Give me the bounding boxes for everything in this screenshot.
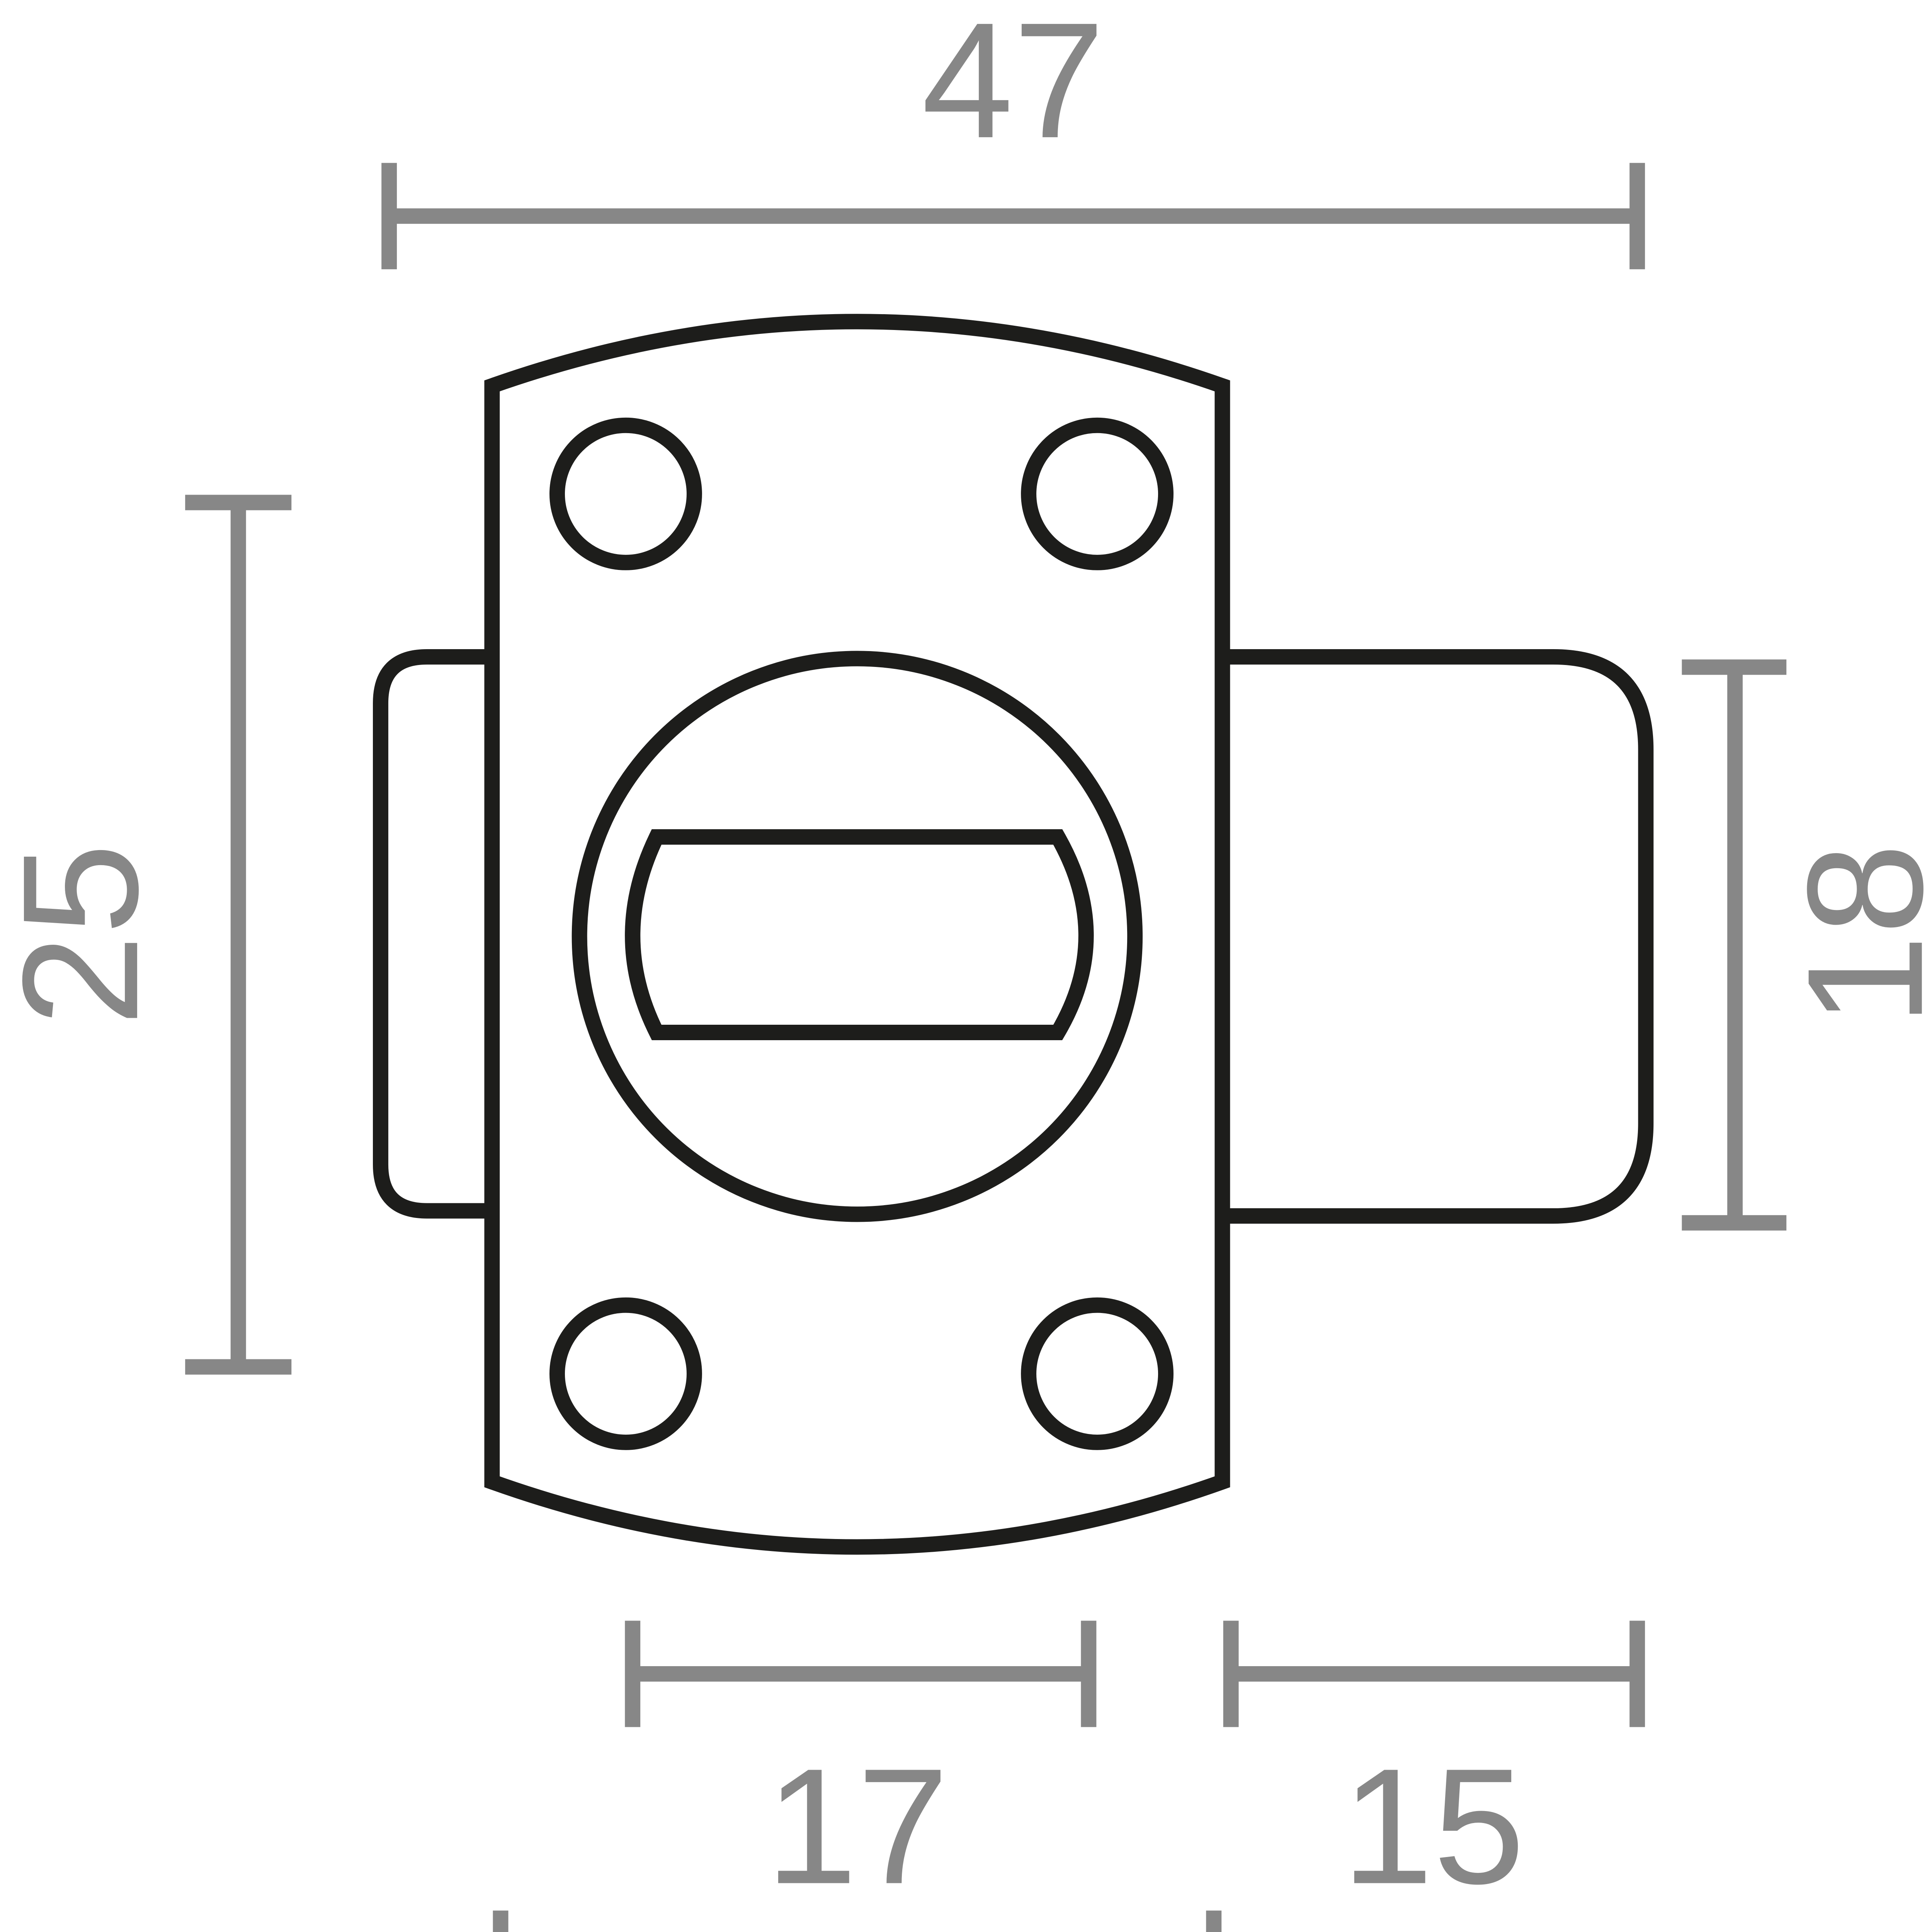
thumbturn-slot [625,829,1094,1040]
dimension-hole-spacing: 17 [625,1621,1097,1918]
dimension-label-47: 47 [922,0,1105,172]
dimension-label-25: 25 [0,843,172,1026]
dimension-label-15: 15 [1342,1734,1525,1918]
dimension-label-18: 18 [1773,843,1932,1026]
screw-hole-bottom-right [1021,1297,1174,1450]
dimension-bolt-throw: 15 [1223,1621,1645,1918]
dimension-plate-width: 30 [493,1910,1222,1932]
dimension-label-17: 17 [766,1734,949,1918]
thumbturn-rose [571,651,1143,1222]
dimension-bolt-height: 18 [1682,659,1932,1231]
bolt-tail [373,649,492,1219]
screw-hole-bottom-left [549,1297,702,1450]
lock-plate [484,314,1230,1555]
lock-assembly [373,314,1654,1555]
screw-hole-top-left [549,417,702,570]
dimension-overall-width: 47 [381,0,1645,269]
screw-hole-top-right [1021,417,1174,570]
dimension-plate-height: 25 [0,495,292,1375]
bolt [1222,649,1654,1224]
